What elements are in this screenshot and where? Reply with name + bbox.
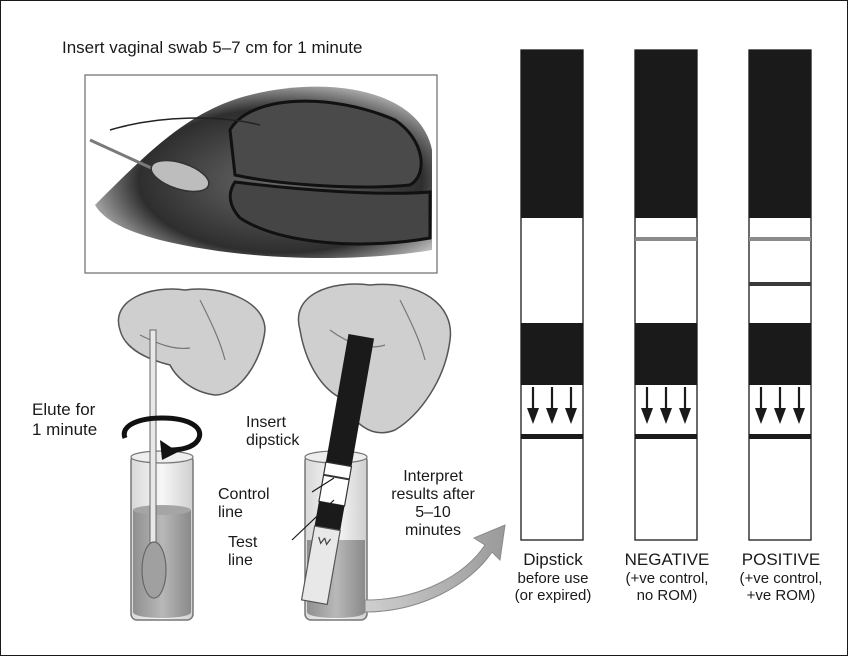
hand-icon xyxy=(118,289,265,395)
strip-subtitle: (+ve control, +ve ROM) xyxy=(726,570,836,604)
control-line-label: Control line xyxy=(218,486,298,522)
strip-subtitle: (+ve control, no ROM) xyxy=(612,570,722,604)
strip-title: NEGATIVE xyxy=(612,550,722,570)
strip-handle-band xyxy=(749,50,811,218)
elution-illustration xyxy=(118,289,265,620)
strip-handle-band xyxy=(521,50,583,218)
swab-tip xyxy=(142,542,166,598)
strip-title: Dipstick xyxy=(498,550,608,570)
result-strips xyxy=(521,50,811,540)
strip-title: POSITIVE xyxy=(726,550,836,570)
strip-sample-band xyxy=(521,323,583,385)
step1-title: Insert vaginal swab 5–7 cm for 1 minute xyxy=(62,38,462,58)
control-line xyxy=(749,237,811,241)
test-line xyxy=(749,282,811,286)
strip-subtitle: before use (or expired) xyxy=(498,570,608,604)
interpret-label: Interpret results after 5–10 minutes xyxy=(378,468,488,540)
hand-icon xyxy=(298,284,450,433)
control-line xyxy=(635,237,697,241)
elute-label: Elute for 1 minute xyxy=(32,400,142,440)
max-fill-line xyxy=(521,434,583,439)
dipstick-insertion-illustration xyxy=(292,284,450,620)
swab-stick xyxy=(150,330,156,545)
insert-dipstick-label: Insert dipstick xyxy=(246,414,316,450)
strip-sample-band xyxy=(635,323,697,385)
strip-handle-band xyxy=(635,50,697,218)
test-line-label: Test line xyxy=(228,534,298,570)
max-fill-line xyxy=(749,434,811,439)
strip-sample-band xyxy=(749,323,811,385)
max-fill-line xyxy=(635,434,697,439)
anatomy-illustration xyxy=(85,75,437,273)
